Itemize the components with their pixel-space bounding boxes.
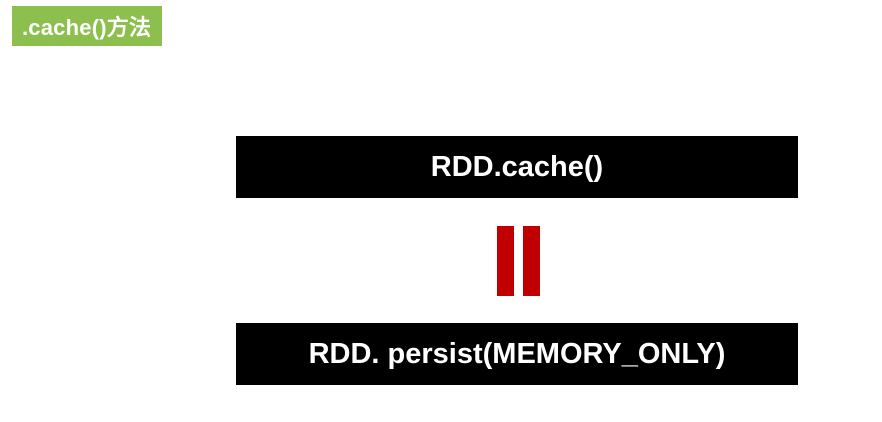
- slide-title: .cache()方法: [12, 6, 163, 46]
- code-box-persist: RDD. persist(MEMORY_ONLY): [236, 323, 798, 385]
- code-box-persist-text: RDD. persist(MEMORY_ONLY): [308, 337, 726, 370]
- equals-icon: [497, 226, 540, 296]
- code-box-cache: RDD.cache(): [236, 136, 798, 198]
- equals-bar-left: [497, 226, 514, 296]
- equals-bar-right: [523, 226, 540, 296]
- code-box-cache-text: RDD.cache(): [430, 150, 604, 183]
